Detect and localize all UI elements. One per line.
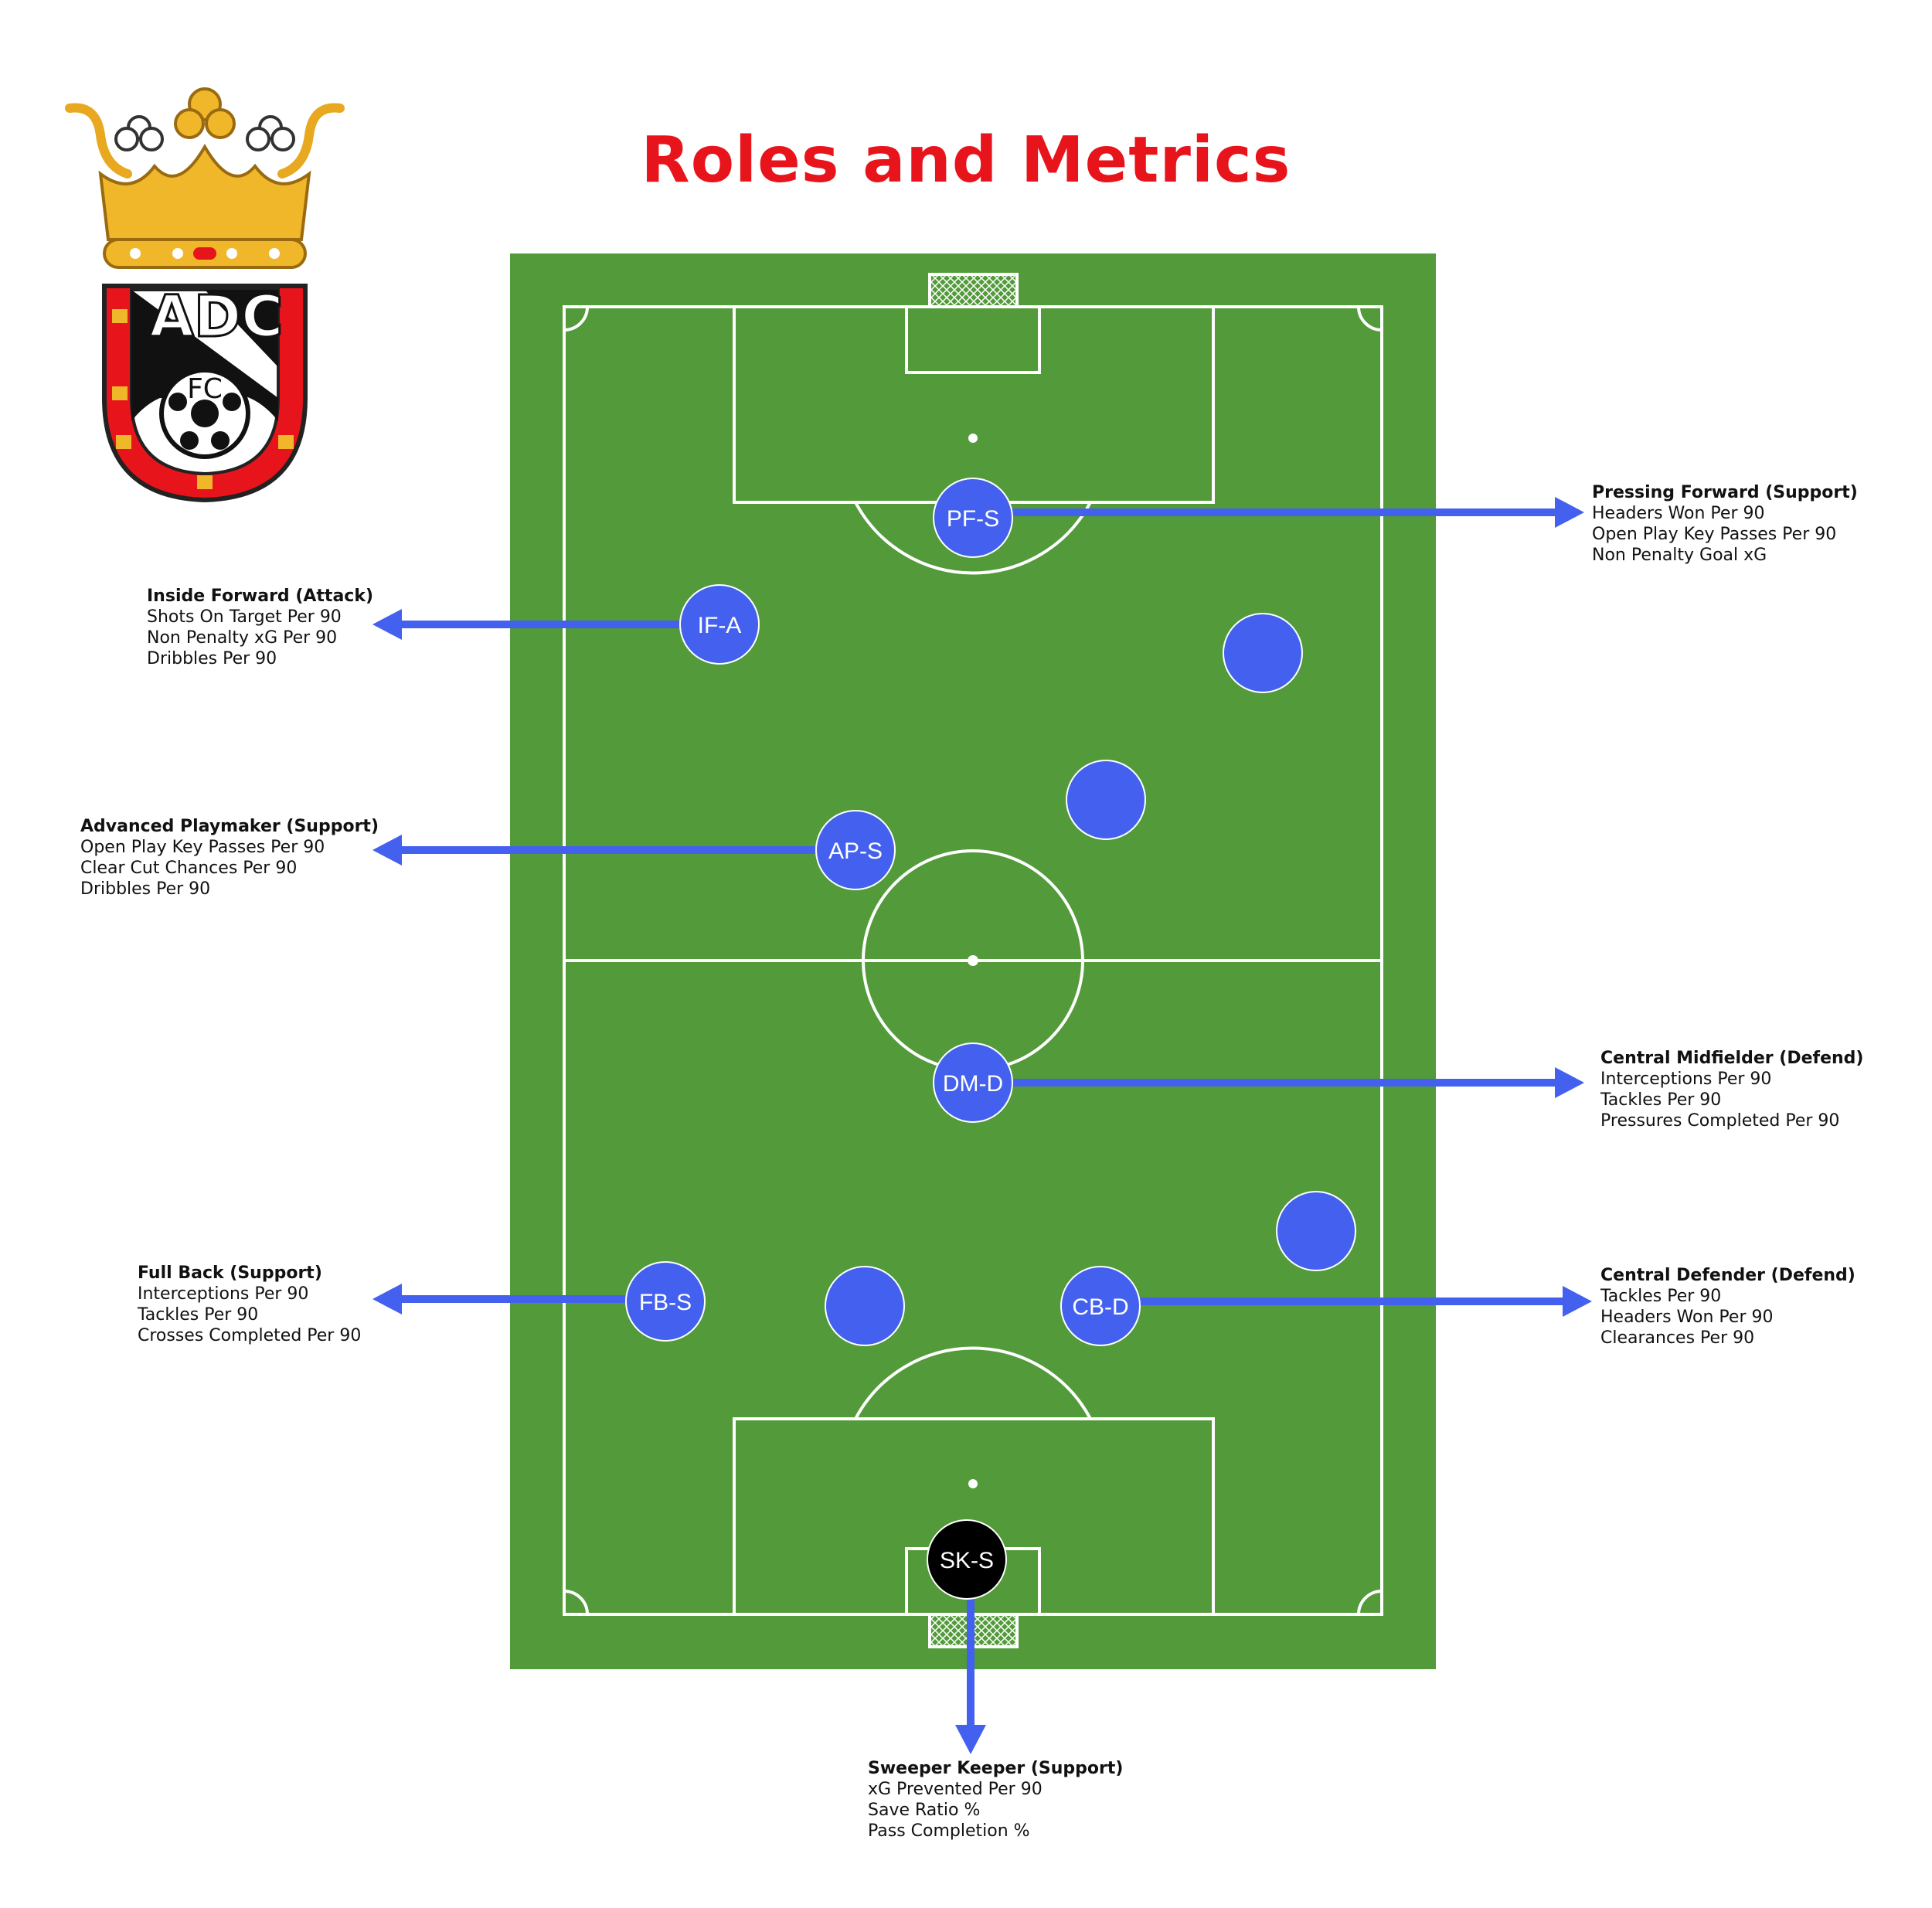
role-metric: Tackles Per 90: [1600, 1090, 1722, 1110]
role-title: Inside Forward (Attack): [147, 587, 374, 606]
role-arrow-head-icon: [372, 835, 402, 866]
top-penalty-spot: [968, 434, 978, 443]
role-arrow-head-icon: [1563, 1286, 1592, 1317]
role-metric: Crosses Completed Per 90: [138, 1326, 362, 1345]
role-metric: Non Penalty xG Per 90: [147, 628, 338, 648]
crown-icon: [65, 87, 345, 269]
centre-spot: [968, 955, 978, 966]
role-arrow-head-icon: [1555, 497, 1584, 528]
role-metric: Headers Won Per 90: [1600, 1308, 1774, 1327]
player-circle: [1060, 1266, 1141, 1346]
player-marker[interactable]: [1066, 760, 1146, 840]
crest-letters: ADC: [149, 284, 283, 350]
player-role-label: IF-A: [698, 613, 742, 638]
player-circle: [825, 1266, 905, 1346]
player-circle: [927, 1519, 1007, 1600]
player-circle: [625, 1261, 706, 1342]
player-role-label: DM-D: [943, 1071, 1003, 1097]
role-metric: Pressures Completed Per 90: [1600, 1111, 1840, 1131]
player-role-label: AP-S: [828, 838, 883, 864]
role-metrics-block: Central Midfielder (Defend) Interceptions…: [1600, 1048, 1863, 1131]
player-marker[interactable]: CB-D: [1060, 1266, 1141, 1346]
player-role-label: CB-D: [1072, 1294, 1128, 1320]
role-metric: Shots On Target Per 90: [147, 607, 342, 627]
role-title: Pressing Forward (Support): [1592, 483, 1858, 502]
role-metrics-block: Inside Forward (Attack)Shots On Target P…: [147, 586, 373, 669]
player-role-label: PF-S: [947, 506, 999, 532]
player-marker[interactable]: FB-S: [625, 1261, 706, 1342]
top-goal-net: [928, 273, 1019, 308]
player-circle: [815, 810, 896, 890]
role-metrics-block: Advanced Playmaker (Support) Open Play Ke…: [80, 816, 379, 900]
player-marker[interactable]: [1276, 1191, 1356, 1271]
player-circle: [933, 1042, 1013, 1123]
role-metric: Save Ratio %: [868, 1801, 981, 1820]
player-circle: [1223, 613, 1303, 693]
role-metric: Non Penalty Goal xG: [1592, 546, 1767, 565]
role-metric: xG Prevented Per 90: [868, 1780, 1043, 1799]
crest-sub-letters: FC: [187, 373, 223, 405]
player-marker[interactable]: SK-S: [927, 1519, 1007, 1600]
role-metric: Open Play Key Passes Per 90: [1592, 525, 1837, 544]
player-marker[interactable]: PF-S: [933, 478, 1013, 558]
role-metric: Headers Won Per 90: [1592, 504, 1765, 523]
player-role-label: FB-S: [639, 1290, 692, 1315]
role-metrics-block: Sweeper Keeper (Support) xG Prevented Per…: [868, 1758, 1123, 1842]
club-crest-logo: ADC FC: [65, 87, 345, 503]
role-metric: Tackles Per 90: [1600, 1287, 1722, 1306]
page-title: Roles and Metrics: [641, 124, 1291, 197]
role-metric: Dribbles Per 90: [80, 879, 211, 899]
role-title: Advanced Playmaker (Support): [80, 817, 379, 836]
role-arrow-head-icon: [1555, 1067, 1584, 1098]
player-marker[interactable]: [825, 1266, 905, 1346]
role-metric: Pass Completion %: [868, 1821, 1030, 1841]
role-title: Central Midfielder (Defend): [1600, 1049, 1864, 1068]
role-arrow-head-icon: [372, 1284, 402, 1315]
role-metric: Clear Cut Chances Per 90: [80, 859, 298, 878]
role-metric: Interceptions Per 90: [138, 1284, 309, 1304]
player-circle: [679, 584, 760, 665]
role-metric: Tackles Per 90: [138, 1305, 259, 1325]
role-title: Sweeper Keeper (Support): [868, 1759, 1124, 1778]
role-arrow-head-icon: [955, 1725, 986, 1754]
role-metrics-block: Central Defender (Defend) Tackles Per 90 H…: [1600, 1265, 1855, 1349]
role-metric: Interceptions Per 90: [1600, 1070, 1772, 1089]
role-metric: Dribbles Per 90: [147, 649, 277, 668]
player-circle: [933, 478, 1013, 558]
bottom-penalty-spot: [968, 1479, 978, 1488]
role-metric: Clearances Per 90: [1600, 1328, 1755, 1348]
role-arrow-head-icon: [372, 609, 402, 640]
role-metric: Open Play Key Passes Per 90: [80, 838, 325, 857]
player-marker[interactable]: IF-A: [679, 584, 760, 665]
player-circle: [1276, 1191, 1356, 1271]
role-metrics-block: Pressing Forward (Support) Headers Won Pe…: [1592, 482, 1858, 566]
player-marker[interactable]: AP-S: [815, 810, 896, 890]
player-marker[interactable]: [1223, 613, 1303, 693]
player-circle: [1066, 760, 1146, 840]
role-title: Full Back (Support): [138, 1263, 322, 1283]
player-marker[interactable]: DM-D: [933, 1042, 1013, 1123]
player-role-label: SK-S: [940, 1548, 994, 1573]
role-title: Central Defender (Defend): [1600, 1266, 1855, 1285]
